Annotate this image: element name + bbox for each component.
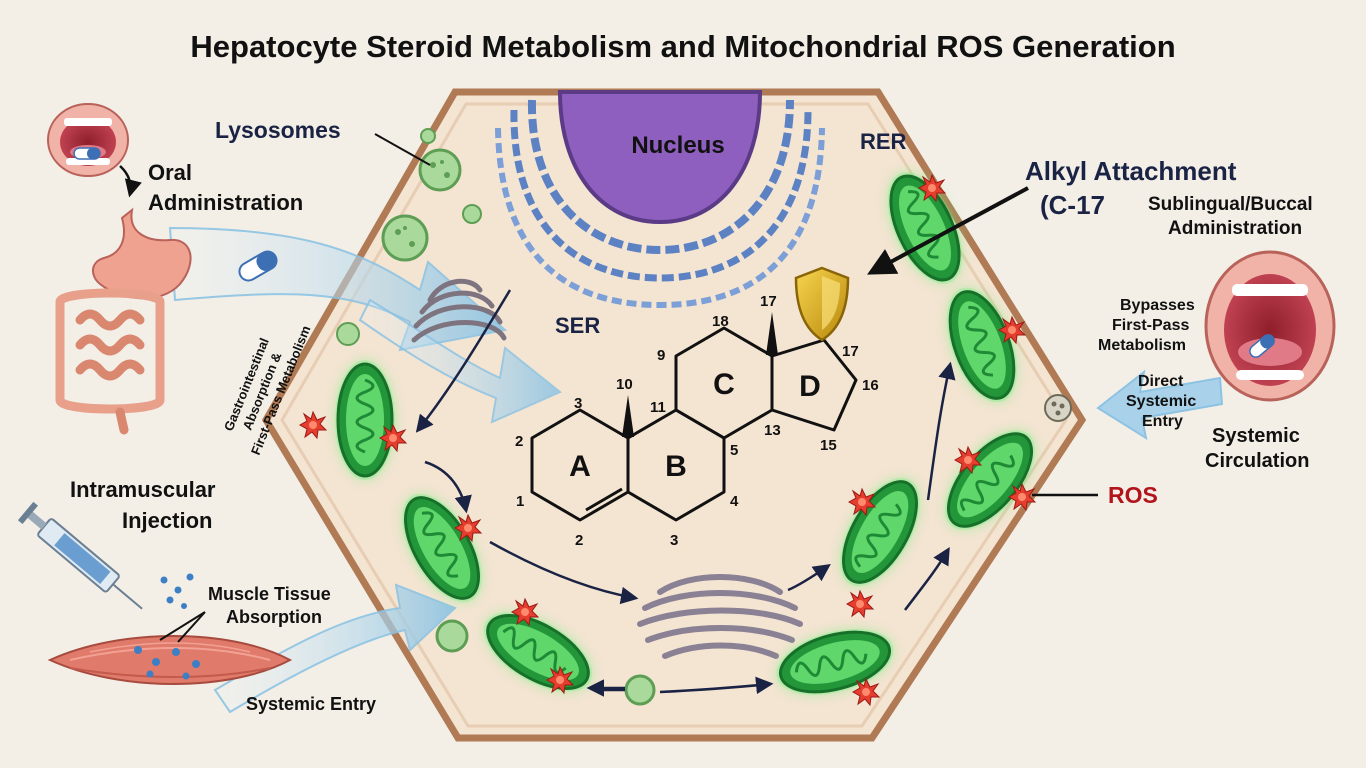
oral-label-line1: Oral (148, 160, 192, 185)
flow-arrow-ser-to-mito (415, 289, 512, 433)
alkyl-label-line2: (C-17 (1040, 190, 1105, 220)
alkyl-pointer (867, 186, 1029, 275)
ring-a-label: A (569, 450, 591, 483)
lysosome-2 (381, 214, 429, 262)
lysosomes-label: Lysosomes (215, 117, 341, 143)
muscle-pointer (159, 611, 206, 643)
cell-membrane-inner (280, 102, 1068, 728)
atom-13: 13 (764, 422, 781, 439)
methyl-c10 (622, 395, 634, 437)
bypass-label-line1: Bypasses (1120, 297, 1195, 314)
atom-16: 16 (862, 377, 879, 394)
nucleus-label: Nucleus (631, 132, 724, 159)
im-absorption-arrow (213, 583, 457, 714)
ring-b-label: B (665, 450, 687, 483)
im-label-line2: Injection (122, 508, 212, 533)
atom-2-lower: 2 (575, 532, 583, 549)
mitochondrion-left-1 (335, 360, 395, 480)
atom-17-methyl: 17 (760, 293, 777, 310)
atom-11: 11 (650, 399, 666, 416)
atom-1: 1 (516, 493, 524, 510)
lysosome-5 (435, 619, 469, 653)
lysosome-6 (624, 674, 656, 706)
pill-icon (73, 147, 101, 160)
ring-d-label: D (799, 370, 821, 403)
direct-label-line3: Entry (1142, 413, 1183, 430)
lysosome-3 (462, 204, 482, 224)
lysosomes-pointer (374, 133, 431, 166)
steroid-skeleton (530, 326, 858, 522)
pill-icon (1249, 334, 1275, 358)
drug-particles (134, 573, 200, 680)
syringe-icon (17, 501, 143, 610)
ring-c-label: C (713, 368, 735, 401)
intestine-icon (55, 288, 165, 435)
vesicle-entry (1044, 394, 1072, 422)
atom-10: 10 (616, 376, 633, 393)
circulation-label-line2: Circulation (1205, 450, 1309, 472)
ros-label: ROS (1108, 482, 1158, 508)
lysosome-4 (336, 322, 360, 346)
mouth-icon (1204, 250, 1336, 402)
methyl-c18 (766, 312, 778, 355)
rer-membrane-3 (495, 127, 825, 309)
atom-5: 5 (730, 442, 738, 459)
rer-membrane-1 (527, 99, 794, 255)
circulation-label-line1: Systemic (1212, 425, 1300, 447)
systemic-entry-label: Systemic Entry (246, 694, 376, 714)
im-label-line1: Intramuscular (70, 477, 216, 502)
rer-membrane-2 (510, 109, 812, 282)
sublingual-entry-arrow (1096, 369, 1224, 441)
bypass-label-line3: Metabolism (1098, 337, 1186, 354)
flow-arrow-mito-chain (424, 460, 472, 514)
direct-label-line1: Direct (1138, 373, 1184, 390)
flow-arrow-upward (926, 361, 956, 501)
atom-4: 4 (730, 493, 739, 510)
oral-label-line2: Administration (148, 190, 303, 215)
shield-highlight (822, 276, 840, 330)
nucleus (557, 90, 763, 225)
golgi-lower (637, 574, 803, 659)
atom-17-ring: 17 (842, 343, 859, 360)
rer-label: RER (860, 129, 907, 154)
page-title: Hepatocyte Steroid Metabolism and Mitoch… (190, 29, 1175, 64)
oral-swallow-arrow (119, 165, 142, 198)
flow-arrow-to-golgi (489, 540, 639, 605)
alkyl-label-line1: Alkyl Attachment (1025, 156, 1237, 186)
mouth-icon (47, 103, 129, 177)
sublingual-label-line2: Administration (1168, 218, 1302, 239)
ser-label: SER (555, 313, 600, 338)
stomach-icon (92, 207, 192, 300)
atom-2: 2 (515, 433, 523, 450)
atom-3: 3 (574, 395, 582, 412)
flow-arrow-golgi-to-mito (787, 564, 831, 592)
muscle-label-line2: Absorption (226, 607, 322, 627)
atom-18: 18 (712, 313, 729, 330)
muscle-label-line1: Muscle Tissue (208, 584, 331, 604)
atom-9: 9 (657, 347, 665, 364)
direct-label-line2: Systemic (1126, 393, 1196, 410)
flow-arrow-bottom-right (904, 546, 950, 611)
lysosome-1 (418, 148, 462, 192)
lysosome-7 (420, 128, 436, 144)
bypass-label-line2: First-Pass (1112, 317, 1189, 334)
sublingual-label-line1: Sublingual/Buccal (1148, 194, 1313, 215)
flow-arrow-right (659, 676, 774, 695)
atom-15: 15 (820, 437, 837, 454)
pill-icon (238, 250, 278, 282)
atom-3-lower: 3 (670, 532, 678, 549)
muscle-icon (47, 635, 293, 685)
